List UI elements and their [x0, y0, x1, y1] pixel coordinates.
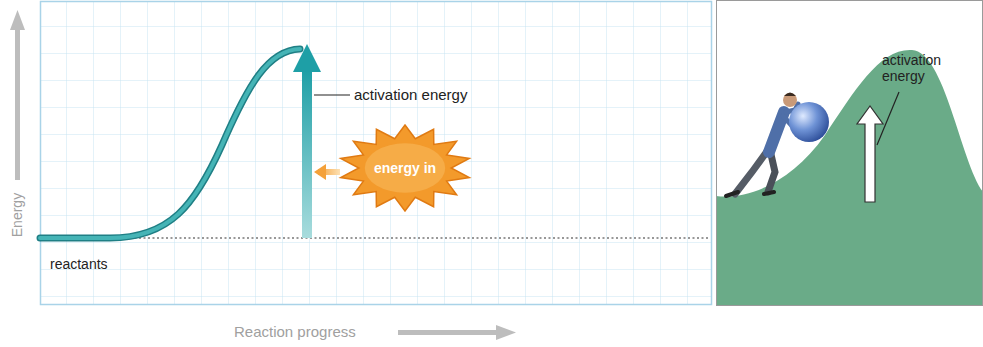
- energy-graph: [10, 1, 712, 340]
- analogy-ground: [716, 0, 983, 306]
- ball: [789, 102, 829, 142]
- progress-axis: [398, 330, 498, 335]
- burst-glow: [365, 143, 445, 192]
- hill-analogy: [716, 0, 983, 306]
- activation-arrow: [857, 106, 883, 202]
- activation-arrow-shaft: [302, 70, 312, 238]
- level-label: reactants: [50, 256, 108, 272]
- leader-line: [877, 92, 899, 145]
- energy-curve: [40, 49, 300, 238]
- axis-title: Reaction progress: [234, 323, 356, 340]
- leader-line: [314, 94, 350, 95]
- energy-axis: [15, 28, 20, 180]
- person: [726, 93, 800, 197]
- hill: [716, 50, 983, 306]
- callout-label: activation energy: [354, 86, 467, 103]
- burst-label: energy in: [374, 160, 436, 176]
- grid: [40, 1, 712, 305]
- burst-outline: [341, 125, 470, 211]
- axis-title: Energy: [9, 193, 25, 237]
- graph-border: [41, 2, 712, 305]
- energy-in-arrow-head: [314, 164, 326, 180]
- energy-axis-head: [10, 10, 25, 30]
- activation-arrow-head: [293, 44, 321, 72]
- energy-burst: energy in: [338, 124, 472, 212]
- analogy-border: [717, 1, 983, 306]
- graph-ground: [40, 1, 712, 305]
- callout-label: activation energy: [882, 52, 962, 84]
- progress-axis-head: [496, 325, 516, 340]
- energy-curve-edge: [40, 49, 300, 238]
